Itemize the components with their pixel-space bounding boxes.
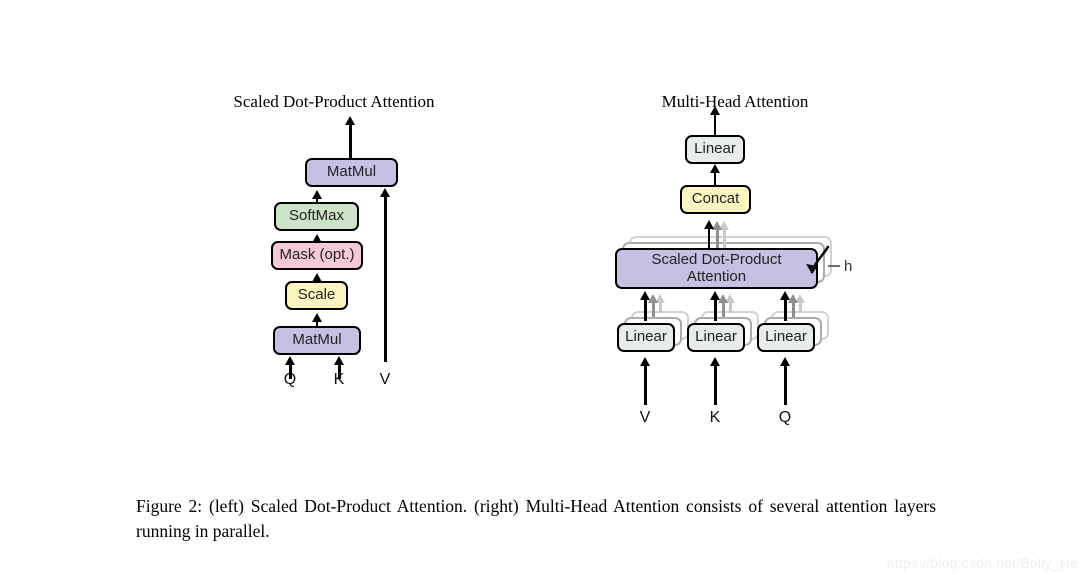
node-matmul-bottom-label: MatMul: [292, 331, 342, 349]
left-arrowhead-matmul-scale: [311, 313, 322, 322]
right-input-label-v: V: [639, 409, 651, 426]
left-k-arrowhead: [334, 356, 345, 365]
node-matmul-bottom[interactable]: MatMul: [273, 326, 361, 355]
node-softmax[interactable]: SoftMax: [274, 202, 359, 231]
node-scale[interactable]: Scale: [285, 281, 348, 310]
node-linear-k-label: Linear: [695, 328, 737, 346]
left-arrowhead-mask-softmax: [311, 234, 322, 243]
right-k-up-arrowhead-3: [725, 294, 736, 303]
right-input-label-k: K: [709, 409, 721, 426]
node-concat[interactable]: Concat: [680, 185, 751, 214]
right-sdpa-concat-arrowhead-1: [703, 220, 714, 229]
node-scaled-dot-product-attention[interactable]: Scaled Dot-Product Attention: [615, 248, 818, 289]
node-sdpa-label-line2: Attention: [686, 267, 747, 285]
right-k-input-arrowhead: [710, 357, 721, 366]
right-q-up-line-2: [792, 301, 795, 317]
left-q-line: [289, 363, 292, 379]
node-sdpa-label-line1: Scaled Dot-Product: [651, 250, 782, 268]
right-q-up-arrowhead-1: [780, 291, 791, 300]
node-mask-label: Mask (opt.): [279, 246, 355, 264]
left-input-label-k: K: [333, 371, 345, 388]
right-k-up-arrowhead-2: [718, 294, 729, 303]
node-linear-v[interactable]: Linear: [617, 323, 675, 352]
figure-caption: Figure 2: (left) Scaled Dot-Product Atte…: [136, 496, 936, 541]
node-linear-output-label: Linear: [694, 140, 736, 158]
node-linear-q-label: Linear: [765, 328, 807, 346]
node-linear-k[interactable]: Linear: [687, 323, 745, 352]
left-arrowhead-scale-mask: [311, 273, 322, 282]
right-arrowhead-concat-linear: [710, 164, 720, 173]
left-output-arrowhead: [345, 116, 356, 125]
left-v-arrowhead: [380, 188, 391, 197]
left-q-arrowhead: [285, 356, 296, 365]
node-linear-v-label: Linear: [625, 328, 667, 346]
node-softmax-label: SoftMax: [288, 207, 345, 225]
right-v-up-arrowhead-3: [655, 294, 666, 303]
left-diagram-title: Scaled Dot-Product Attention: [233, 92, 435, 111]
right-k-input-line: [714, 365, 717, 405]
right-sdpa-concat-arrowhead-3: [719, 221, 730, 230]
right-k-up-line-1: [714, 298, 717, 321]
right-k-up-line-3: [729, 301, 732, 313]
right-diagram-title: Multi-Head Attention: [661, 92, 809, 111]
node-linear-output[interactable]: Linear: [685, 135, 745, 164]
right-conn-concat-linear: [713, 171, 717, 186]
left-input-label-v: V: [379, 371, 391, 388]
right-q-up-arrowhead-3: [795, 294, 806, 303]
watermark: https://blog.csdn.net/Bolly_He: [886, 555, 1078, 571]
right-v-up-line-1: [644, 298, 647, 321]
node-matmul-top-label: MatMul: [326, 163, 377, 181]
right-q-up-line-1: [784, 298, 787, 321]
left-input-label-q: Q: [283, 371, 297, 388]
node-matmul-top[interactable]: MatMul: [305, 158, 398, 187]
right-q-up-line-3: [799, 301, 802, 313]
heads-count-label: h: [844, 258, 853, 275]
node-mask[interactable]: Mask (opt.): [271, 241, 363, 270]
right-sdpa-concat-arrowhead-2: [712, 221, 723, 230]
right-v-up-line-3: [659, 301, 662, 313]
left-arrowhead-softmax-matmul: [311, 190, 322, 199]
right-sdpa-concat-line-2: [716, 228, 719, 248]
left-k-line: [338, 363, 341, 379]
right-v-up-arrowhead-2: [648, 294, 659, 303]
left-v-line: [384, 195, 387, 362]
node-linear-q[interactable]: Linear: [757, 323, 815, 352]
left-output-line: [349, 122, 352, 158]
right-sdpa-concat-line-1: [707, 228, 711, 250]
right-v-input-line: [644, 365, 647, 405]
right-output-line: [713, 113, 717, 135]
node-concat-label: Concat: [691, 190, 740, 208]
right-v-up-line-2: [652, 301, 655, 317]
right-q-input-arrowhead: [780, 357, 791, 366]
right-q-up-arrowhead-2: [788, 294, 799, 303]
right-sdpa-concat-line-3: [723, 228, 726, 248]
node-scale-label: Scale: [297, 286, 336, 304]
right-input-label-q: Q: [778, 409, 792, 426]
right-v-up-arrowhead-1: [640, 291, 651, 300]
right-k-up-arrowhead-1: [710, 291, 721, 300]
right-output-arrowhead: [710, 106, 720, 115]
right-q-input-line: [784, 365, 787, 405]
right-v-input-arrowhead: [640, 357, 651, 366]
right-k-up-line-2: [722, 301, 725, 317]
